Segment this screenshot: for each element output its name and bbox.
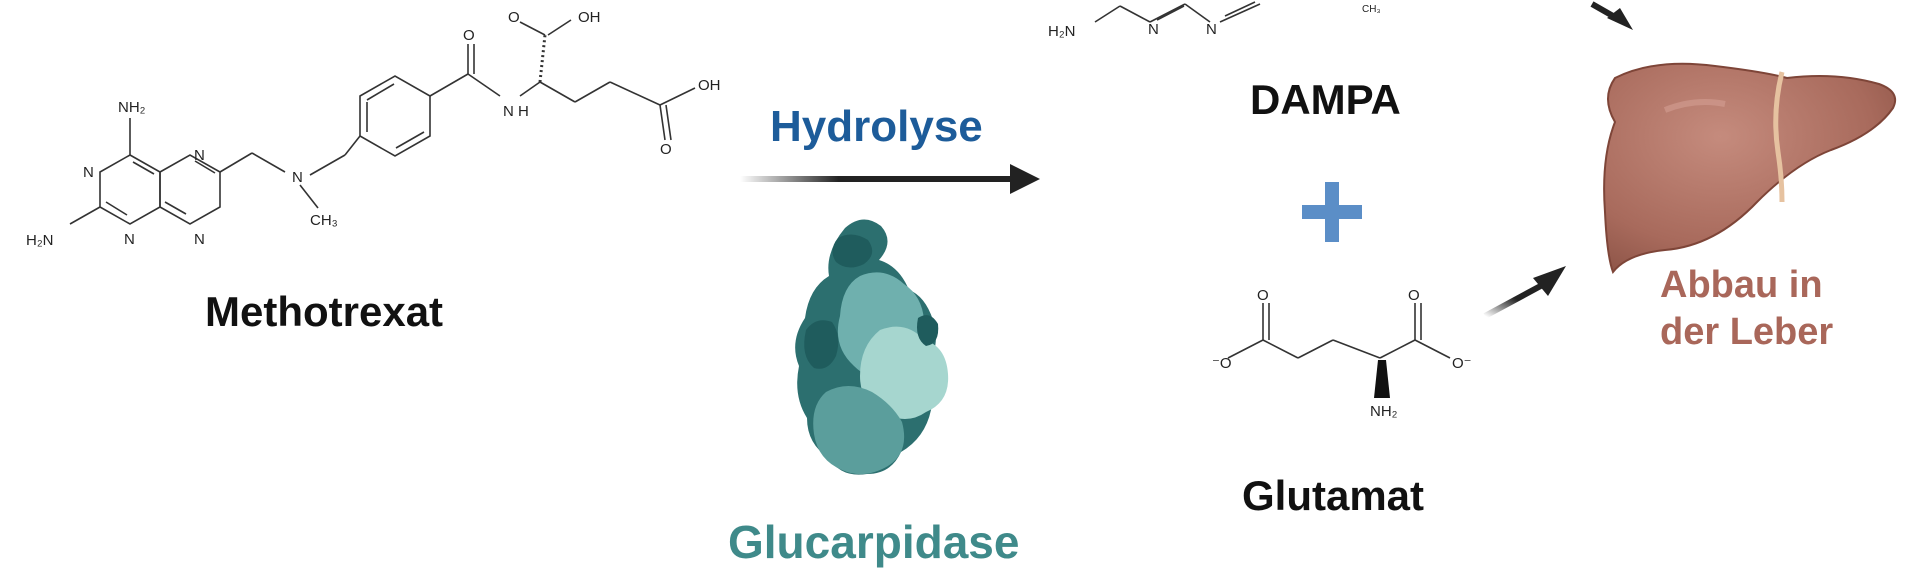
atom-o: O — [1408, 287, 1420, 304]
liver-icon — [1603, 62, 1897, 275]
methotrexate-atoms: NH₂ H₂N N N N N N CH₃ O N H O OH O OH — [26, 9, 721, 249]
diagram-graphics: NH₂ H₂N N N N N N CH₃ O N H O OH O OH — [26, 1, 1897, 475]
atom-ch3: CH₃ — [1362, 4, 1381, 15]
glutamate-structure — [1227, 303, 1451, 359]
atom-o-minus: O⁻ — [1452, 355, 1472, 372]
dampa-structure — [1094, 1, 1261, 23]
dampa-label: DAMPA — [1250, 76, 1401, 123]
atom-o: O — [463, 27, 475, 44]
protein-icon — [795, 219, 949, 475]
atom-n: N — [194, 231, 205, 248]
atom-n: N — [124, 231, 135, 248]
arrow-right-icon — [1483, 266, 1566, 319]
methotrexate-structure — [69, 19, 696, 225]
atom-oh: OH — [578, 9, 601, 26]
atom-nh: N H — [503, 103, 529, 120]
plus-icon — [1302, 182, 1362, 242]
liver-degradation-label: Abbau in der Leber — [1660, 262, 1900, 356]
metabolism-diagram: NH₂ H₂N N N N N N CH₃ O N H O OH O OH — [26, 1, 1900, 568]
atom-h2n: H₂N — [1048, 23, 1076, 40]
atom-minus-o: ⁻O — [1212, 355, 1232, 372]
atom-nh2-top: NH₂ — [118, 99, 146, 116]
atom-oh: OH — [698, 77, 721, 94]
atom-ch3: CH₃ — [310, 212, 338, 229]
atom-n: N — [194, 147, 205, 164]
methotrexate-label: Methotrexat — [205, 288, 444, 335]
atom-n: N — [83, 164, 94, 181]
atom-o: O — [1257, 287, 1269, 304]
liver-label-line2: der Leber — [1660, 311, 1834, 353]
atom-n: N — [1206, 21, 1217, 38]
glutamate-label: Glutamat — [1242, 472, 1425, 519]
hydrolysis-label: Hydrolyse — [770, 102, 983, 151]
liver-label-line1: Abbau in — [1660, 264, 1823, 306]
atom-h2n: H₂N — [26, 232, 54, 249]
glutamate-atoms: O O ⁻O O⁻ NH₂ — [1212, 287, 1472, 420]
arrow-right-icon — [1590, 1, 1633, 30]
atom-n: N — [1148, 21, 1159, 38]
arrow-right-icon — [740, 164, 1040, 194]
wedge-bond — [1374, 360, 1390, 398]
atom-o: O — [508, 9, 520, 26]
atom-n: N — [292, 169, 303, 186]
dampa-atoms: H₂N N N CH₃ — [1048, 4, 1381, 40]
glucarpidase-label: Glucarpidase — [728, 516, 1020, 568]
atom-o: O — [660, 141, 672, 158]
atom-nh2: NH₂ — [1370, 403, 1398, 420]
